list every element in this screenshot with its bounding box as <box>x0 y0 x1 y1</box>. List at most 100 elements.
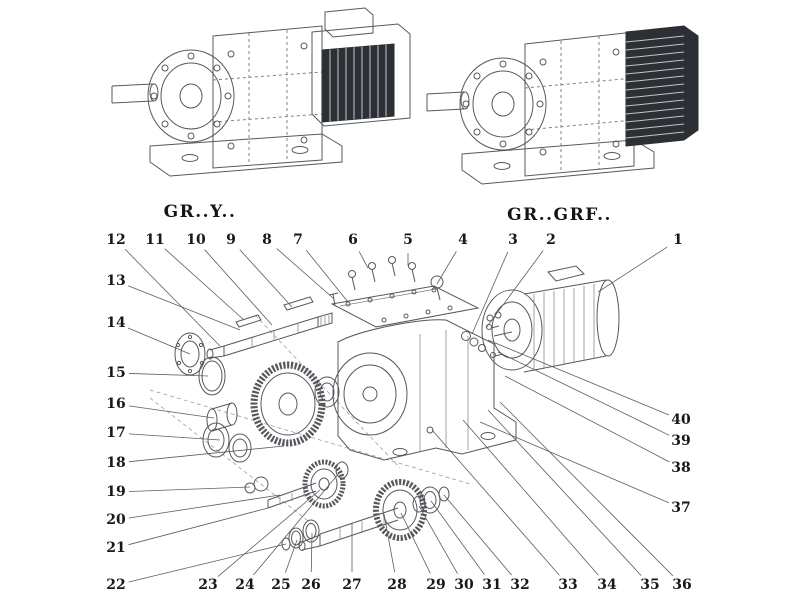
output-shaft-assembly <box>281 479 450 551</box>
leader-line-29 <box>400 512 431 574</box>
leader-line-32 <box>443 494 512 576</box>
input-shaft-assembly <box>206 296 333 360</box>
washer <box>244 482 256 494</box>
gear-side-bearing <box>314 376 340 408</box>
part-number-19: 19 <box>106 484 125 500</box>
leader-line-19 <box>128 486 251 492</box>
gear-case <box>212 25 323 169</box>
leader-line-37 <box>479 421 670 504</box>
leader-line-6 <box>358 251 369 269</box>
leader-line-22 <box>128 543 287 583</box>
leader-line-9 <box>239 249 293 308</box>
leader-line-31 <box>430 500 485 575</box>
bearing <box>174 332 206 376</box>
part-number-33: 33 <box>558 577 577 593</box>
part-number-14: 14 <box>106 315 126 331</box>
leader-line-3 <box>471 251 509 335</box>
gear-case <box>524 31 635 177</box>
part-number-27: 27 <box>342 577 361 593</box>
cover-bolts <box>348 256 444 301</box>
part-number-1: 1 <box>673 232 683 248</box>
mounting-base <box>461 139 655 185</box>
retaining-ring <box>335 461 349 479</box>
part-number-30: 30 <box>454 577 474 593</box>
leader-line-14 <box>127 327 191 355</box>
front-flange <box>459 57 547 151</box>
leader-line-38 <box>504 375 670 463</box>
leader-line-26 <box>310 532 313 573</box>
motor-flange <box>481 289 543 371</box>
motor-body <box>311 23 411 127</box>
part-number-25: 25 <box>271 577 290 593</box>
output-bore <box>332 352 408 436</box>
part-number-20: 20 <box>106 512 126 528</box>
leader-line-23 <box>217 489 321 577</box>
leader-line-7 <box>305 249 349 303</box>
part-number-38: 38 <box>671 460 690 476</box>
front-flange <box>147 49 235 143</box>
washer <box>253 476 269 492</box>
part-number-17: 17 <box>106 425 125 441</box>
leader-line-28 <box>383 513 396 573</box>
bearing <box>228 433 252 463</box>
bearing <box>202 422 230 458</box>
mounting-base <box>149 133 343 177</box>
spacer-sleeve <box>226 402 238 426</box>
seal-ring <box>288 527 304 549</box>
leader-line-16 <box>128 405 215 419</box>
part-number-8: 8 <box>262 232 272 248</box>
part-number-24: 24 <box>235 577 255 593</box>
part-number-39: 39 <box>671 433 690 449</box>
retaining-ring <box>438 486 450 502</box>
leader-line-34 <box>462 419 599 576</box>
part-number-23: 23 <box>198 577 217 593</box>
part-number-22: 22 <box>106 577 125 593</box>
leader-line-13 <box>127 285 241 331</box>
model-label-gry: GR..Y.. <box>163 202 237 222</box>
drain-plug <box>426 426 434 434</box>
leader-line-35 <box>487 409 642 576</box>
leader-line-33 <box>431 429 560 576</box>
leader-line-17 <box>128 433 221 441</box>
output-shaft <box>111 83 154 104</box>
leader-line-20 <box>128 494 281 519</box>
part-number-15: 15 <box>106 365 125 381</box>
part-number-2: 2 <box>546 232 556 248</box>
part-number-40: 40 <box>671 412 691 428</box>
part-number-37: 37 <box>671 500 690 516</box>
pinion-gear <box>302 459 346 509</box>
part-number-3: 3 <box>508 232 518 248</box>
part-number-31: 31 <box>482 577 501 593</box>
eye-bolt <box>430 275 444 289</box>
part-number-11: 11 <box>145 232 164 248</box>
part-number-34: 34 <box>597 577 617 593</box>
part-number-4: 4 <box>458 232 468 248</box>
motor-assembly <box>481 265 620 373</box>
vent-plug <box>328 292 339 307</box>
part-number-13: 13 <box>106 273 125 289</box>
leader-line-21 <box>128 507 269 546</box>
gry-gearmotor-drawing <box>111 7 411 177</box>
part-number-5: 5 <box>403 232 413 248</box>
terminal-box <box>324 7 374 38</box>
leader-line-36 <box>499 401 674 577</box>
part-number-9: 9 <box>226 232 236 248</box>
leader-line-10 <box>204 249 273 326</box>
part-number-6: 6 <box>348 232 358 248</box>
leader-line-39 <box>497 351 670 436</box>
part-number-29: 29 <box>426 577 445 593</box>
output-shaft <box>426 91 465 112</box>
leader-line-18 <box>128 445 285 463</box>
intermediate-shaft-assembly <box>244 459 349 509</box>
second-stage-gear <box>250 361 340 447</box>
leader-line-15 <box>128 373 209 377</box>
part-number-26: 26 <box>301 577 320 593</box>
part-number-7: 7 <box>293 232 303 248</box>
part-number-10: 10 <box>186 232 206 248</box>
motor-terminal-box <box>547 265 585 282</box>
leader-line-12 <box>124 248 221 347</box>
gear-housing <box>332 319 517 461</box>
